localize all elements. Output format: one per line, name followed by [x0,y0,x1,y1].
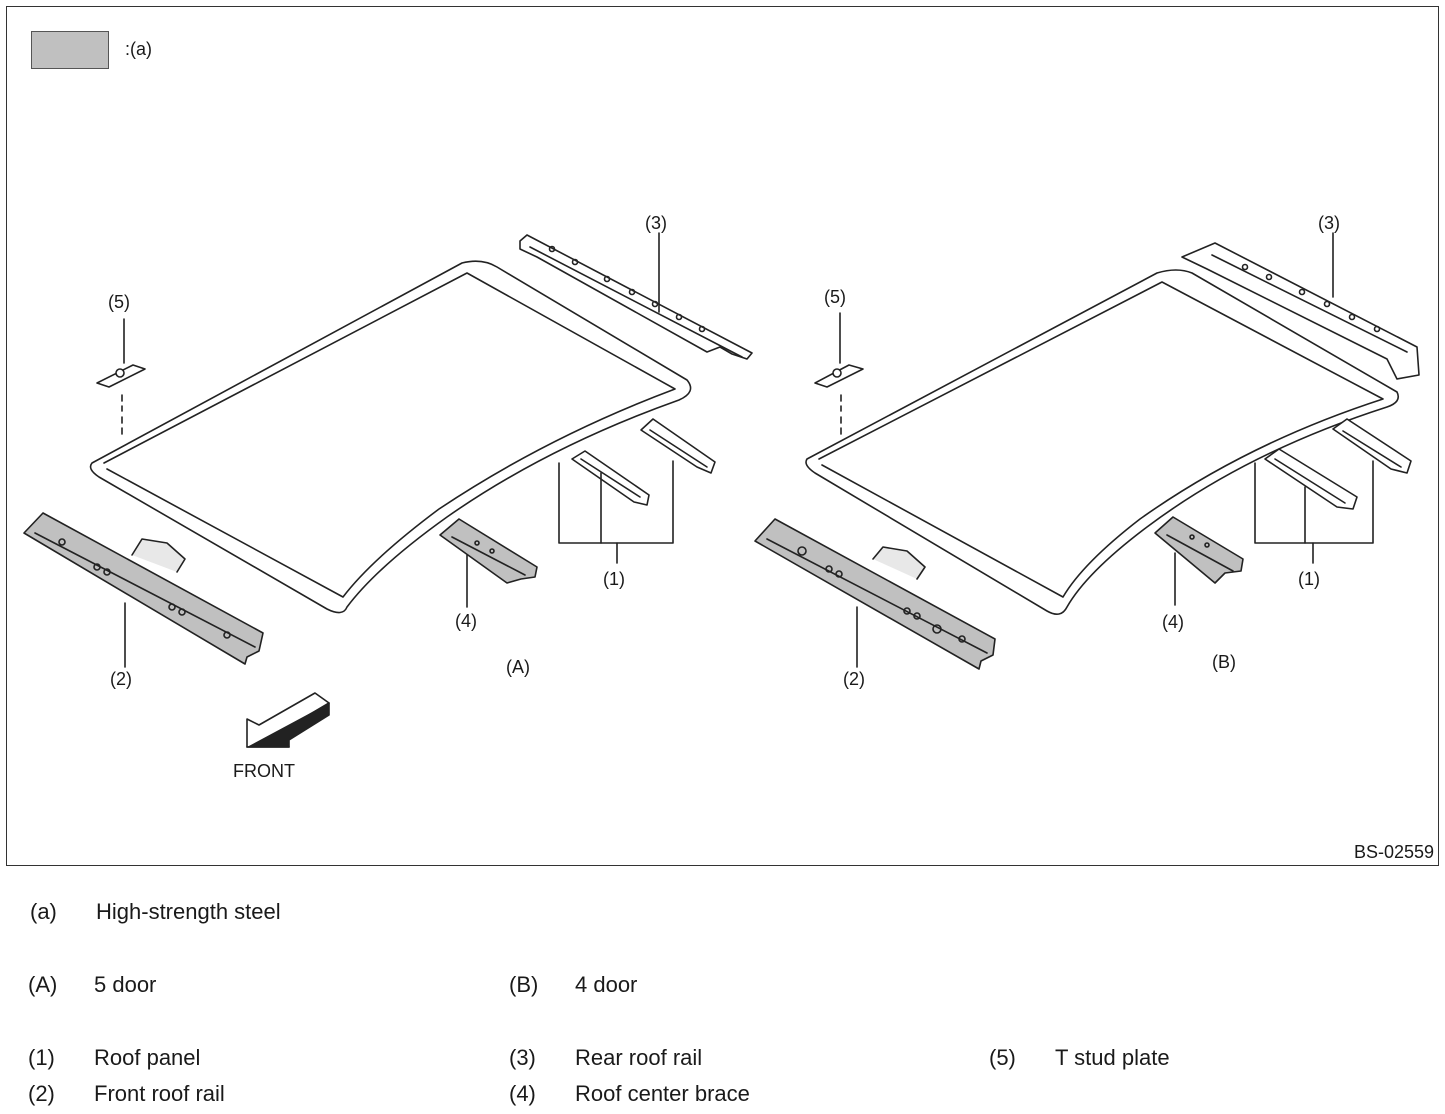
roof-brace-a [571,418,716,506]
callout-1-b: (1) [1298,569,1320,589]
key-code: (A) [28,972,58,997]
callout-3-b: (3) [1318,213,1340,233]
key-desc: T stud plate [1055,1045,1170,1070]
key-code: (B) [509,972,539,997]
callout-4-a: (4) [455,611,477,631]
key-desc: Front roof rail [94,1081,225,1106]
callout-3-a: (3) [645,213,667,233]
key-code: (a) [30,899,57,924]
roof-panel-diagram: :(a) (3) (5) (1) (4) (2) (A) (3) (5) (1)… [6,6,1439,866]
leaders-b [839,232,1374,668]
callout-2-a: (2) [110,669,132,689]
front-roof-rail-a [23,512,264,665]
roof-center-brace-b [1154,516,1244,584]
key-code: (2) [28,1081,55,1106]
diagram-drawing [23,232,1420,748]
callout-4-b: (4) [1162,612,1184,632]
roof-panel-a [89,260,692,614]
key-part-5: (5) T stud plate [989,1045,1170,1071]
key-material: (a) High-strength steel [30,899,281,925]
key-variant-b: (B) 4 door [509,972,637,998]
callout-1-a: (1) [603,569,625,589]
t-stud-plate-a [96,364,146,438]
rear-roof-rail-a [519,234,753,360]
leaders-a [123,232,674,668]
t-stud-plate-b [814,364,864,436]
front-label: FRONT [233,761,295,781]
legend-swatch [31,31,109,69]
key-part-3: (3) Rear roof rail [509,1045,702,1071]
view-label-a: (A) [506,657,530,677]
callout-5-a: (5) [108,292,130,312]
rear-roof-rail-b [1181,242,1420,380]
legend-label: :(a) [125,39,152,59]
callout-2-b: (2) [843,669,865,689]
key-desc: Rear roof rail [575,1045,703,1070]
key-code: (4) [509,1081,536,1106]
key-desc: Roof center brace [575,1081,750,1106]
front-roof-rail-b [754,518,996,670]
view-label-b: (B) [1212,652,1236,672]
key-part-1: (1) Roof panel [28,1045,200,1071]
key-desc: High-strength steel [96,899,281,924]
callout-5-b: (5) [824,287,846,307]
key-code: (5) [989,1045,1016,1070]
key-part-4: (4) Roof center brace [509,1081,750,1107]
figure-id: BS-02559 [1353,842,1434,862]
key-code: (3) [509,1045,536,1070]
roof-center-brace-a [439,518,538,584]
roof-brace-b [1264,418,1412,510]
key-variant-a: (A) 5 door [28,972,156,998]
roof-panel-b [805,269,1400,615]
key-desc: 5 door [94,972,157,997]
key-desc: Roof panel [94,1045,201,1070]
front-arrow-icon [246,692,330,748]
key-code: (1) [28,1045,55,1070]
key-desc: 4 door [575,972,638,997]
key-part-2: (2) Front roof rail [28,1081,225,1107]
